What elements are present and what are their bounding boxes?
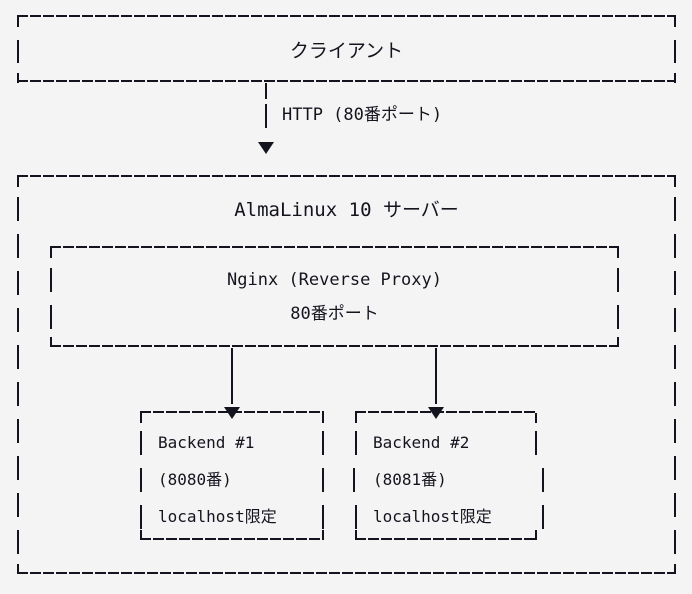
server-box-left-pipe-2 (17, 234, 19, 258)
nginx-box-left-bottom-corner (50, 337, 52, 347)
connector-arrow-down-icon (258, 142, 274, 154)
nginx-box-right-top-corner (617, 248, 619, 258)
backend-box-1-name: Backend #1 (158, 433, 255, 452)
server-box-left-pipe-7 (17, 419, 19, 443)
connector-http-label: HTTP (80番ポート) (282, 105, 443, 125)
backend-box-1-right-top-corner (322, 413, 324, 423)
server-box-right-pipe-10 (674, 530, 676, 554)
backend-box-2-left-pipe-2 (353, 468, 355, 492)
client-box-right-pipe (674, 40, 676, 63)
server-box: AlmaLinux 10 サーバー (17, 175, 676, 575)
server-box-left-pipe-3 (17, 271, 19, 295)
server-box-left-pipe-1 (17, 197, 19, 221)
server-box-right-pipe-1 (674, 197, 676, 221)
server-box-right-top-corner (674, 177, 676, 187)
backend2-connector-pipe (435, 348, 437, 404)
client-box-left-top-corner (17, 17, 19, 27)
backend-box-2-binding: localhost限定 (373, 507, 492, 526)
nginx-box-right-bottom-corner (617, 337, 619, 347)
client-box-right-bottom-corner (674, 73, 676, 83)
server-box-right-pipe-9 (674, 493, 676, 517)
backend-box-1-right-pipe-1 (322, 431, 324, 455)
server-box-title: AlmaLinux 10 サーバー (234, 199, 459, 221)
connector-pipe-label-row (265, 104, 267, 128)
server-box-right-pipe-4 (674, 308, 676, 332)
backend-box-1-left-pipe-3 (140, 505, 142, 529)
backend-box-2-left-bottom-corner (355, 530, 357, 540)
backend2-arrow-down-icon (428, 407, 444, 419)
server-box-left-pipe-6 (17, 382, 19, 406)
client-box-left-pipe (17, 40, 19, 63)
client-box-label: クライアント (289, 40, 404, 62)
nginx-box-left-top-corner (50, 248, 52, 258)
backend1-connector-pipe (231, 348, 233, 404)
server-box-left-pipe-8 (17, 456, 19, 480)
backend-box-2-right-pipe-1 (535, 431, 537, 455)
nginx-box-right-pipe-2 (617, 305, 619, 329)
backend-box-1-right-pipe-2 (322, 468, 324, 492)
backend-box-2-left-pipe-3 (355, 505, 357, 529)
server-box-left-pipe-9 (17, 493, 19, 517)
backend1-arrow-down-icon (224, 407, 240, 419)
nginx-box-line-2: 80番ポート (290, 304, 379, 324)
backend-box-1-right-pipe-3 (322, 505, 324, 529)
server-box-left-top-corner (17, 177, 19, 187)
backend-box-2-right-bottom-corner (535, 530, 537, 540)
server-box-right-pipe-7 (674, 419, 676, 443)
server-box-left-bottom-corner (17, 564, 19, 574)
backend-box-2-left-top-corner (355, 413, 357, 423)
backend-box-1-port: (8080番) (158, 470, 232, 489)
client-box-left-bottom-corner (17, 73, 19, 83)
server-box-right-bottom-corner (674, 564, 676, 574)
backend-box-1-left-bottom-corner (140, 530, 142, 540)
backend-box-2: Backend #2 (8081番) localhost限定 (353, 411, 544, 541)
backend-box-1-left-pipe-1 (140, 431, 142, 455)
backend-box-2-right-pipe-2 (542, 468, 544, 492)
backend-box-1-left-top-corner (140, 413, 142, 423)
server-box-right-pipe-3 (674, 271, 676, 295)
nginx-box-left-pipe-2 (50, 305, 52, 329)
server-box-right-pipe-2 (674, 234, 676, 258)
nginx-box-left-pipe-1 (50, 268, 52, 292)
nginx-box: Nginx (Reverse Proxy) 80番ポート (50, 246, 619, 348)
backend-box-2-name: Backend #2 (373, 433, 470, 452)
server-box-left-pipe-5 (17, 345, 19, 369)
nginx-box-right-pipe-1 (617, 268, 619, 292)
backend-box-2-right-pipe-3 (542, 505, 544, 529)
backend-box-1: Backend #1 (8080番) localhost限定 (140, 411, 324, 541)
backend-box-2-left-pipe-1 (355, 431, 357, 455)
connector-pipe-upper (265, 83, 267, 99)
server-box-right-pipe-8 (674, 456, 676, 480)
backend-box-2-right-top-corner (535, 413, 537, 423)
server-box-right-pipe-6 (674, 382, 676, 406)
nginx-box-line-1: Nginx (Reverse Proxy) (227, 270, 442, 290)
client-box-right-top-corner (674, 17, 676, 27)
backend-box-1-binding: localhost限定 (158, 507, 277, 526)
backend-box-1-right-bottom-corner (322, 530, 324, 540)
server-box-right-pipe-5 (674, 345, 676, 369)
backend-box-1-left-pipe-2 (140, 468, 142, 492)
server-box-left-pipe-4 (17, 308, 19, 332)
backend-box-2-port: (8081番) (373, 470, 447, 489)
server-box-left-pipe-10 (17, 530, 19, 554)
client-box: クライアント (17, 15, 676, 83)
